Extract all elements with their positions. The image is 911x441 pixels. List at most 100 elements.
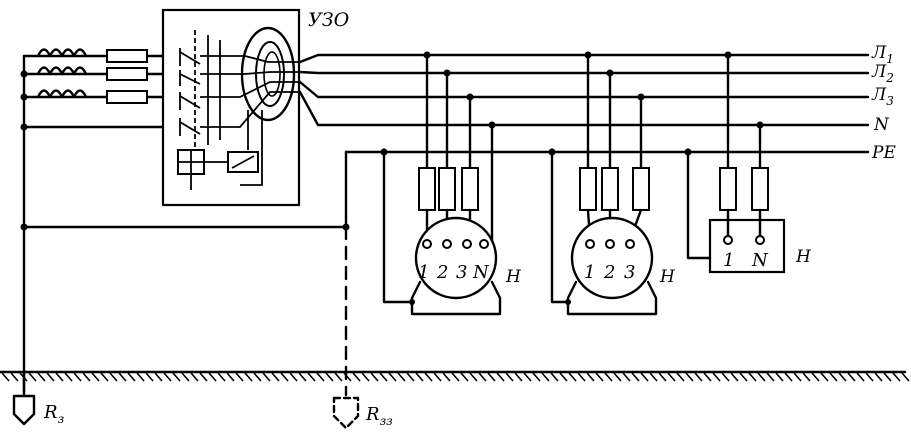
ground-hatch-mark (550, 372, 559, 382)
main-ground-electrode (12, 370, 36, 426)
ground-hatch-mark (721, 372, 730, 382)
ground-hatch-mark (730, 372, 739, 382)
ground-hatch-mark (631, 372, 640, 382)
ground-hatch-mark (793, 372, 802, 382)
ground-hatch-mark (217, 372, 226, 382)
source-fuses (106, 49, 148, 104)
source-leads (20, 54, 184, 394)
ground-hatch-mark (469, 372, 478, 382)
ground-hatch-mark (1, 372, 10, 382)
ground-hatch-mark (388, 372, 397, 382)
ground-hatch-mark (649, 372, 658, 382)
load-1-terminal-n: N (472, 262, 490, 283)
ground-hatch-mark (352, 372, 361, 382)
ground-hatch-mark (280, 372, 289, 382)
ground-hatch-mark (379, 372, 388, 382)
ground-hatch-mark (577, 372, 586, 382)
ground-hatch-mark (307, 372, 316, 382)
ground-hatch-mark (91, 372, 100, 382)
main-ground-label: Rз (43, 402, 64, 426)
ground-hatch-mark (199, 372, 208, 382)
ground-hatch-mark (37, 372, 46, 382)
ground-hatch-mark (757, 372, 766, 382)
rcd-label: УЗО (308, 9, 350, 31)
ground-hatch-mark (163, 372, 172, 382)
ground-hatch-mark (82, 372, 91, 382)
load-2-terminal-2: 2 (603, 262, 615, 283)
ground-hatch-mark (523, 372, 532, 382)
load-2-terminal-3: 3 (624, 262, 635, 283)
ground-hatch-mark (505, 372, 514, 382)
ground-hatch-mark (748, 372, 757, 382)
ground-hatch-mark (568, 372, 577, 382)
ground-hatch-mark (766, 372, 775, 382)
line-l3-label: Л3 (871, 85, 894, 108)
ground-hatch-mark (145, 372, 154, 382)
ground-hatch-mark (883, 372, 892, 382)
ground-hatch-mark (541, 372, 550, 382)
ground-hatch-mark (64, 372, 73, 382)
load-1-terminal-1: 1 (418, 262, 429, 283)
ground-hatch-mark (397, 372, 406, 382)
ground-hatch-mark (685, 372, 694, 382)
repeat-ground-label: Rзз (365, 404, 393, 428)
ground-hatch-mark (658, 372, 667, 382)
ground-hatch-mark (289, 372, 298, 382)
load-2-terminal-1: 1 (584, 262, 595, 283)
ground-hatch-mark (127, 372, 136, 382)
ground-hatch-mark (514, 372, 523, 382)
ground-hatch-mark (118, 372, 127, 382)
ground-hatch-mark (622, 372, 631, 382)
ground-hatch-mark (478, 372, 487, 382)
ground-hatch-mark (460, 372, 469, 382)
ground-hatch-mark (262, 372, 271, 382)
load-3-label: Н (795, 247, 812, 267)
ground-hatch-mark (694, 372, 703, 382)
ground-hatch-mark (181, 372, 190, 382)
ground-hatch-mark (838, 372, 847, 382)
ground-hatch-mark (406, 372, 415, 382)
ground-hatch-mark (784, 372, 793, 382)
ground-hatch-mark (829, 372, 838, 382)
ground-hatch-mark (73, 372, 82, 382)
ground-hatch-mark (703, 372, 712, 382)
ground-hatch-mark (604, 372, 613, 382)
ground-hatch-mark (739, 372, 748, 382)
ground-hatch-mark (235, 372, 244, 382)
ground-hatch-mark (775, 372, 784, 382)
ground-hatch-mark (100, 372, 109, 382)
ground-hatch-mark (154, 372, 163, 382)
ground-hatch-mark (595, 372, 604, 382)
ground-hatch-mark (865, 372, 874, 382)
ground-hatch-mark (10, 372, 19, 382)
ground-hatch-mark (802, 372, 811, 382)
ground-hatch-mark (532, 372, 541, 382)
rcd-device (161, 8, 301, 207)
load-3-terminal-1: 1 (723, 250, 734, 271)
ground-hatch-mark (559, 372, 568, 382)
ground-hatch-mark (361, 372, 370, 382)
ground-hatch-mark (46, 372, 55, 382)
ground-hatch-mark (586, 372, 595, 382)
ground-hatch-mark (370, 372, 379, 382)
load-3 (684, 51, 786, 274)
ground-hatch-mark (874, 372, 883, 382)
ground-hatch-mark (271, 372, 280, 382)
line-pe-label: PE (871, 143, 896, 163)
ground-hatch-mark (676, 372, 685, 382)
ground-hatch-mark (55, 372, 64, 382)
ground-hatch-mark (442, 372, 451, 382)
load-2-label: Н (659, 267, 676, 287)
repeat-ground-electrode (332, 225, 360, 430)
ground-hatch-mark (172, 372, 181, 382)
ground-hatch-mark (325, 372, 334, 382)
ground-hatch-mark (226, 372, 235, 382)
ground-hatch-mark (190, 372, 199, 382)
ground-hatch-mark (424, 372, 433, 382)
ground-hatch-mark (136, 372, 145, 382)
ground-hatch-mark (298, 372, 307, 382)
line-l2-label: Л2 (871, 62, 894, 85)
ground-hatch-mark (811, 372, 820, 382)
ground-hatch-mark (856, 372, 865, 382)
